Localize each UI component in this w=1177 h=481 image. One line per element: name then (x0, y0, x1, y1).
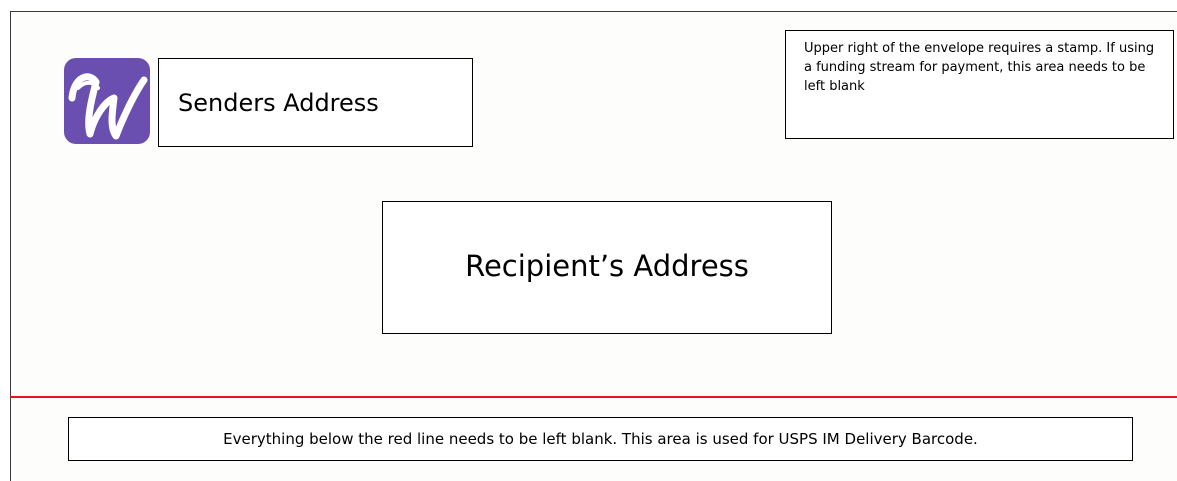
recipient-address-box: Recipient’s Address (382, 201, 832, 334)
w-logo-icon (64, 58, 150, 144)
recipient-address-label: Recipient’s Address (465, 249, 749, 283)
sender-address-label: Senders Address (178, 89, 379, 117)
sender-address-box: Senders Address (158, 58, 473, 147)
stamp-area-box: Upper right of the envelope requires a s… (785, 30, 1174, 139)
barcode-divider-line (10, 396, 1177, 398)
barcode-area-box: Everything below the red line needs to b… (68, 417, 1133, 461)
barcode-area-note: Everything below the red line needs to b… (223, 430, 978, 448)
stamp-area-note: Upper right of the envelope requires a s… (804, 41, 1155, 94)
